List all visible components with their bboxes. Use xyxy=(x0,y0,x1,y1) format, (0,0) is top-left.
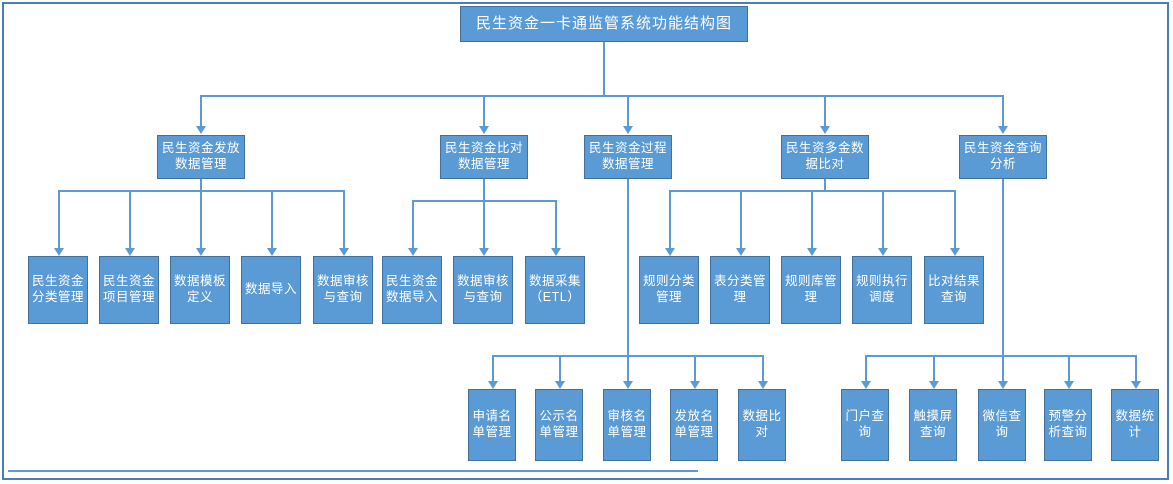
node-chumoping-chaxun[interactable]: 触摸屏查询 xyxy=(909,389,957,461)
arrow-bidui xyxy=(479,126,489,134)
connector-fafang-c2 xyxy=(129,190,131,250)
arrow-fafang xyxy=(196,126,206,134)
connector-fafang-stem xyxy=(200,179,202,190)
node-shuju-daoru[interactable]: 数据导入 xyxy=(241,256,301,324)
connector-fafang-c4 xyxy=(271,190,273,250)
node-gongshi-mingdan-guanli[interactable]: 公示名单管理 xyxy=(535,389,583,461)
node-shuju-tongji[interactable]: 数据统计 xyxy=(1111,389,1159,461)
connector-chaxun-c5 xyxy=(1135,355,1137,383)
connector-drop-chaxun xyxy=(1002,95,1004,128)
arrow-bidui-c1 xyxy=(408,248,418,256)
arrow-chaxun xyxy=(998,126,1008,134)
connector-duojin-c1 xyxy=(669,190,671,250)
connector-main-trunk xyxy=(200,95,1004,97)
connector-duojin-c2 xyxy=(740,190,742,250)
connector-drop-bidui xyxy=(483,95,485,128)
connector-drop-fafang xyxy=(200,95,202,128)
connector-bidui-c3 xyxy=(555,200,557,250)
node-minsheng-zijin-shuju-daoru[interactable]: 民生资金数据导入 xyxy=(382,256,442,324)
connector-fafang-c1 xyxy=(58,190,60,250)
node-guizeku-guanli[interactable]: 规则库管理 xyxy=(781,256,841,324)
node-shenhe-mingdan-guanli[interactable]: 审核名单管理 xyxy=(603,389,651,461)
node-menhu-chaxun[interactable]: 门户查询 xyxy=(841,389,889,461)
connector-bidui-c2 xyxy=(483,200,485,250)
node-duojin-shuju-bidui[interactable]: 民生资多金数据比对 xyxy=(781,135,869,179)
arrow-fafang-c5 xyxy=(339,248,349,256)
connector-guocheng-c2 xyxy=(559,355,561,383)
node-minsheng-zijin-fenlei-guanli[interactable]: 民生资金分类管理 xyxy=(28,256,88,324)
arrow-chaxun-c4 xyxy=(1064,381,1074,389)
arrow-chaxun-c1 xyxy=(861,381,871,389)
root-node-title[interactable]: 民生资金一卡通监管系统功能结构图 xyxy=(460,6,748,42)
arrow-duojin-c5 xyxy=(950,248,960,256)
arrow-bidui-c3 xyxy=(551,248,561,256)
connector-drop-guocheng xyxy=(627,95,629,128)
arrow-guocheng-c1 xyxy=(488,381,498,389)
node-shenqing-mingdan-guanli[interactable]: 申请名单管理 xyxy=(468,389,516,461)
connector-fafang-c3 xyxy=(200,190,202,250)
node-weixin-chaxun[interactable]: 微信查询 xyxy=(978,389,1026,461)
node-guize-zhixing-diaodu[interactable]: 规则执行调度 xyxy=(852,256,912,324)
connector-drop-duojin xyxy=(824,95,826,128)
node-guize-fenlei-guanli[interactable]: 规则分类管理 xyxy=(639,256,699,324)
connector-duojin-c4 xyxy=(882,190,884,250)
connector-guocheng-c4 xyxy=(694,355,696,383)
connector-fafang-c5 xyxy=(343,190,345,250)
connector-guocheng-c5 xyxy=(762,355,764,383)
node-fafang-shuju-guanli[interactable]: 民生资金发放数据管理 xyxy=(157,135,245,179)
connector-chaxun-bar xyxy=(865,355,1135,357)
arrow-duojin-c1 xyxy=(665,248,675,256)
arrow-fafang-c3 xyxy=(196,248,206,256)
connector-chaxun-c2 xyxy=(933,355,935,383)
node-shuju-shenhe-yu-chaxun-2[interactable]: 数据审核与查询 xyxy=(453,256,513,324)
arrow-fafang-c1 xyxy=(54,248,64,256)
connector-chaxun-stem xyxy=(1002,179,1004,355)
node-minsheng-zijin-xiangmu-guanli[interactable]: 民生资金项目管理 xyxy=(99,256,159,324)
connector-duojin-c5 xyxy=(954,190,956,250)
connector-guocheng-c1 xyxy=(492,355,494,383)
node-biao-fenlei-guanli[interactable]: 表分类管理 xyxy=(710,256,770,324)
arrow-fafang-c4 xyxy=(267,248,277,256)
connector-root-stem xyxy=(603,42,605,95)
node-bidui-shuju-guanli[interactable]: 民生资金比对数据管理 xyxy=(440,135,528,179)
node-yujing-fenxi-chaxun[interactable]: 预警分析查询 xyxy=(1044,389,1092,461)
arrow-duojin-c3 xyxy=(807,248,817,256)
arrow-duojin-c2 xyxy=(736,248,746,256)
connector-bidui-c1 xyxy=(412,200,414,250)
arrow-guocheng-c5 xyxy=(758,381,768,389)
arrow-duojin-c4 xyxy=(878,248,888,256)
frame-bottom-rule xyxy=(8,470,698,472)
node-bidui-jieguo-chaxun[interactable]: 比对结果查询 xyxy=(924,256,984,324)
connector-duojin-c3 xyxy=(811,190,813,250)
arrow-chaxun-c2 xyxy=(929,381,939,389)
arrow-guocheng-c3 xyxy=(623,381,633,389)
arrow-duojin xyxy=(820,126,830,134)
node-chaxun-fenxi[interactable]: 民生资金查询分析 xyxy=(959,135,1047,179)
connector-guocheng-c3 xyxy=(627,355,629,383)
arrow-chaxun-c5 xyxy=(1131,381,1141,389)
arrow-chaxun-c3 xyxy=(998,381,1008,389)
node-shuju-bidui[interactable]: 数据比对 xyxy=(738,389,786,461)
node-shuju-shenhe-yu-chaxun[interactable]: 数据审核与查询 xyxy=(313,256,373,324)
connector-chaxun-c3 xyxy=(1002,355,1004,383)
connector-bidui-stem xyxy=(483,179,485,200)
arrow-guocheng xyxy=(623,126,633,134)
connector-guocheng-stem xyxy=(627,179,629,355)
connector-duojin-stem xyxy=(824,179,826,190)
connector-chaxun-c4 xyxy=(1068,355,1070,383)
node-guocheng-shuju-guanli[interactable]: 民生资金过程数据管理 xyxy=(584,135,672,179)
node-shuju-caiji-etl[interactable]: 数据采集（ETL） xyxy=(525,256,585,324)
arrow-guocheng-c4 xyxy=(690,381,700,389)
connector-chaxun-c1 xyxy=(865,355,867,383)
arrow-fafang-c2 xyxy=(125,248,135,256)
arrow-bidui-c2 xyxy=(479,248,489,256)
node-fafang-mingdan-guanli[interactable]: 发放名单管理 xyxy=(670,389,718,461)
node-shuju-moban-dingyi[interactable]: 数据模板定义 xyxy=(170,256,230,324)
arrow-guocheng-c2 xyxy=(555,381,565,389)
